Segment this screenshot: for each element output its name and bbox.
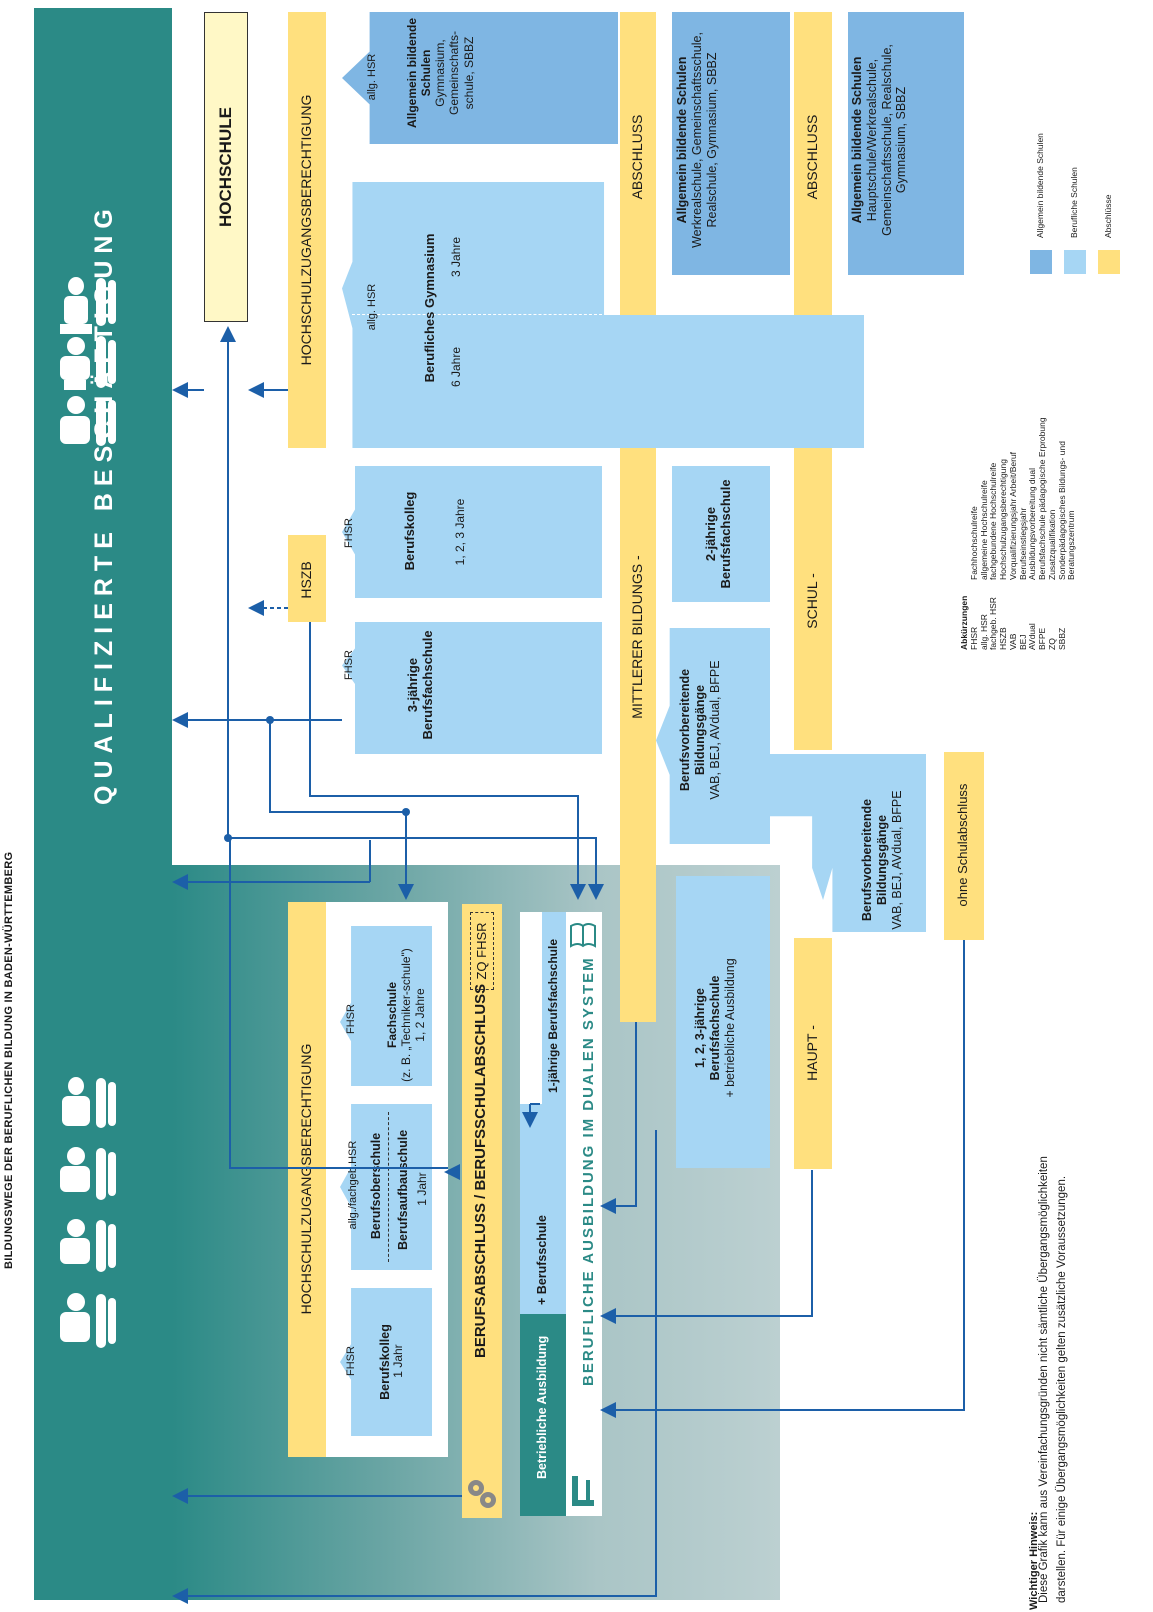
abs-mid-schools: Werkrealschule, Gemeinschaftsschule, Rea… — [689, 32, 719, 248]
abs-top-text: Allgemein bildende Schulen Gymnasium, Ge… — [405, 13, 515, 133]
hzb-top-label: HOCHSCHULZUGANGSBERECHTIGUNG — [298, 94, 314, 366]
bvb1-text: Berufsvorbereitende Bildungsgänge VAB, B… — [678, 630, 758, 830]
bg-title: Berufliches Gymnasium — [422, 233, 437, 383]
hzb-bottom-label: HOCHSCHULZUGANGSBERECHTIGUNG — [298, 1043, 314, 1315]
abs-top-label: allg. HSR — [366, 53, 378, 101]
bvb1-box — [656, 628, 770, 844]
legend-label-allgemein: Allgemein bildende Schulen — [1035, 133, 1045, 238]
bfs2-box — [672, 466, 770, 602]
abbrev-key: SBBZ — [1056, 627, 1067, 650]
legend-swatch-allgemein — [1030, 250, 1052, 274]
bos-dashed-divider — [388, 1112, 389, 1262]
schul-label: SCHUL - — [804, 573, 820, 629]
people-silhouettes-top — [60, 277, 116, 446]
duales-label: BERUFLICHE AUSBILDUNG IM DUALEN SYSTEM — [580, 956, 597, 1386]
bfs2-title: 2-jährige Berufsfachschule — [703, 479, 734, 589]
bfs123-text: 1, 2, 3-jährige Berufsfachschule + betri… — [693, 958, 753, 1098]
bk-years: 1, 2, 3 Jahre — [453, 498, 467, 566]
legend-swatch-abschluesse — [1098, 250, 1120, 274]
hinweis-line-1: Diese Grafik kann aus Vereinfachungsgrün… — [1038, 1156, 1050, 1603]
einjaehrige-bfs-label: 1-jährige Berufsfachschule — [546, 938, 560, 1094]
abschluss-label-2: ABSCHLUSS — [804, 114, 820, 200]
bas-years: 1 Jahr — [415, 1172, 429, 1206]
haupt-label: HAUPT - — [804, 1025, 820, 1081]
abbrev-title: Abkürzungen — [959, 595, 969, 650]
bfs3-label: FHSR — [343, 650, 355, 680]
bg-3-years: 3 Jahre — [449, 236, 463, 278]
bg-6-years: 6 Jahre — [449, 346, 463, 388]
bk1-label: FHSR — [345, 1346, 357, 1376]
ohne-schulabschluss-bar — [944, 752, 984, 940]
abs-mid-title: Allgemein bildende Schulen — [675, 56, 689, 224]
betrieblich-label-b: + Berufsschule — [535, 1215, 549, 1305]
bg-label: allg. HSR — [366, 283, 378, 331]
hzb-top-bar — [288, 12, 326, 448]
abs-right-box — [848, 12, 964, 275]
abschluss-bar-1 — [620, 12, 656, 315]
fs-description: (z. B. „Techniker-schule") 1, 2 Jahre — [399, 948, 428, 1082]
hszb-label: HSZB — [298, 561, 314, 599]
mittlerer-label: MITTLERER BILDUNGS - — [629, 555, 645, 719]
zq-fhsr-box — [470, 912, 494, 990]
betrieblich-label-a: Betriebliche Ausbildung — [535, 1335, 549, 1479]
legend-swatch-beruflich — [1064, 250, 1086, 274]
abs-mid-box — [672, 12, 790, 275]
hochschule-box — [204, 12, 248, 322]
legend-label-beruflich: Berufliche Schulen — [1069, 167, 1079, 238]
hszb-bar — [288, 535, 326, 622]
bfs3-box — [342, 622, 602, 754]
berufsabschluss-label: BERUFSABSCHLUSS / BERUFSSCHULABSCHLUSS — [472, 983, 489, 1358]
fs-label: FHSR — [345, 1004, 357, 1034]
page-title: BILDUNGSWEGE DER BERUFLICHEN BILDUNG IN … — [3, 851, 15, 1269]
people-silhouettes-bottom — [60, 1077, 116, 1348]
mittlerer-bar — [620, 448, 656, 1022]
bfs123-description: + betriebliche Ausbildung — [722, 958, 737, 1098]
gear-icon — [468, 1480, 496, 1508]
einjaehrige-bfs-box — [542, 912, 566, 1122]
schul-bar — [794, 448, 832, 750]
banner-title: QUALIFIZIERTE BESCHÄFTIGUNG — [90, 202, 118, 805]
bos-label: allg./fachgeb.HSR — [347, 1140, 359, 1230]
fs-text: Fachschule (z. B. „Techniker-schule") 1,… — [385, 945, 445, 1085]
berufskolleg-box — [342, 466, 602, 598]
bk1-years: 1 Jahr — [391, 1344, 405, 1378]
bvb1-programs: VAB, BEJ, AVdual, BFPE — [707, 660, 722, 800]
abbrev-value: Sonderpädagogisches Bildungs- und Beratu… — [1056, 441, 1077, 580]
gymnasium-dashed-divider — [352, 314, 602, 315]
ohne-label: ohne Schulabschluss — [955, 783, 970, 907]
book-icon — [570, 923, 596, 948]
bfs123-title: 1, 2, 3-jährige Berufsfachschule — [693, 975, 722, 1081]
bvb2-title: Berufsvorbereitende Bildungsgänge — [860, 798, 889, 922]
bos-title: Berufsoberschule — [369, 1132, 383, 1240]
hochschule-label: HOCHSCHULE — [216, 107, 235, 227]
abs-right-title: Allgemein bildende Schulen — [850, 56, 864, 224]
bas-title: Berufsaufbauschule — [396, 1129, 410, 1250]
fs-title: Fachschule — [385, 981, 399, 1049]
abschluss-label-1: ABSCHLUSS — [629, 114, 645, 200]
bfs3-title: 3-jährige Berufsfachschule — [405, 630, 436, 740]
bvb1-title: Berufsvorbereitende Bildungsgänge — [678, 668, 707, 792]
abs-mid-text: Allgemein bildende Schulen Werkrealschul… — [675, 15, 785, 265]
bvb2-text: Berufsvorbereitende Bildungsgänge VAB, B… — [860, 760, 940, 960]
legend-label-abschluesse: Abschlüsse — [1103, 194, 1113, 238]
zq-fhsr-label: ZQ FHSR — [474, 922, 489, 980]
hinweis-line-2: darstellen. Für einige Übergangsmöglichk… — [1056, 1175, 1068, 1603]
bk-label: FHSR — [343, 518, 355, 548]
abs-top-box — [342, 12, 618, 144]
bvb2-programs: VAB, BEJ, AVdual, BFPE — [889, 790, 904, 930]
abs-right-schools: Hauptschule/Werkrealschule, Gemeinschaft… — [864, 44, 909, 236]
abs-top-title: Allgemein bildende Schulen — [405, 18, 434, 129]
factory-icon — [572, 1476, 594, 1506]
abs-top-schools: Gymnasium, Gemeinschafts-schule, SBBZ — [433, 30, 476, 116]
bk-title: Berufskolleg — [402, 491, 417, 571]
abs-right-text: Allgemein bildende Schulen Hauptschule/W… — [850, 15, 960, 265]
abschluss-bar-2 — [794, 12, 832, 315]
